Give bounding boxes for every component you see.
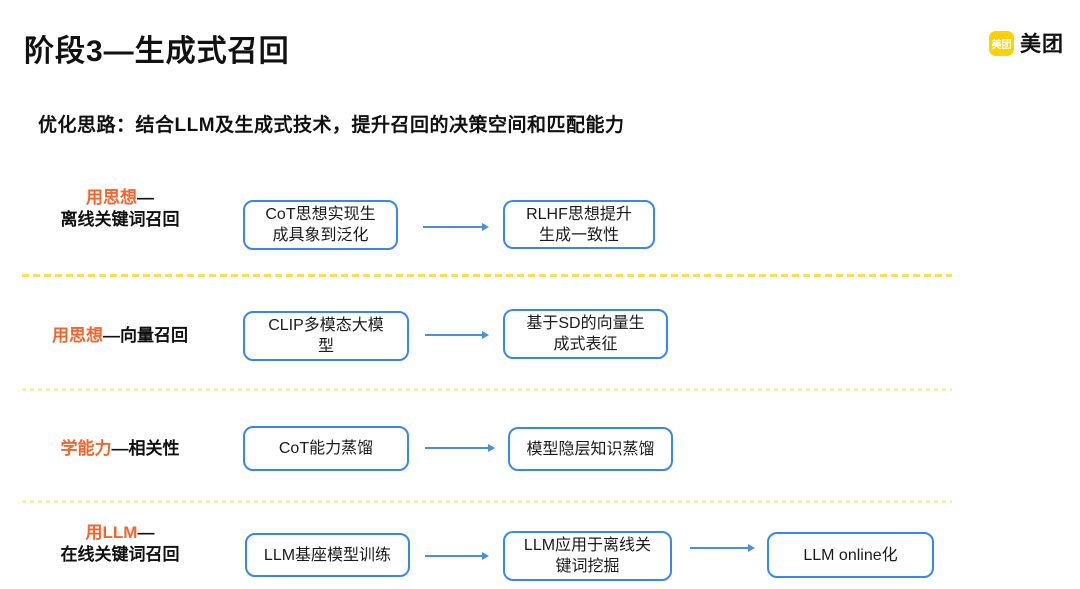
flow-box-hidden-knowledge-distillation: 模型隐层知识蒸馏: [508, 427, 673, 471]
row-label-line1: 用思想—: [86, 188, 154, 207]
row-label-line1: 用思想—向量召回: [52, 326, 188, 345]
arrow-right-icon: [425, 331, 489, 339]
meituan-logo: 美团 美团: [989, 28, 1064, 58]
flow-box-cot-distillation: CoT能力蒸馏: [243, 426, 409, 471]
meituan-badge-text: 美团: [991, 39, 1012, 51]
arrow-right-icon: [690, 544, 755, 552]
flow-box-llm-base-training: LLM基座模型训练: [245, 533, 410, 577]
meituan-badge-icon: 美团: [989, 30, 1014, 56]
arrow-right-icon: [425, 444, 495, 452]
flow-box-llm-offline-keyword-mining: LLM应用于离线关 键词挖掘: [503, 531, 672, 581]
flow-box-llm-online: LLM online化: [767, 532, 934, 578]
meituan-brand-text: 美团: [1020, 33, 1064, 56]
flow-box-cot-generalize: CoT思想实现生 成具象到泛化: [243, 200, 398, 250]
row-label-line1: 用LLM—: [85, 523, 155, 542]
row-label-line1: 学能力—相关性: [60, 439, 180, 458]
row-label-line2: 在线关键词召回: [60, 545, 180, 564]
dashed-separator: [22, 388, 952, 391]
dashed-separator: [22, 500, 952, 503]
slide-subtitle: 优化思路：结合LLM及生成式技术，提升召回的决策空间和匹配能力: [38, 115, 625, 136]
page-title: 阶段3—生成式召回: [24, 35, 290, 68]
dashed-separator: [22, 274, 952, 277]
flow-box-rlhf-consistency: RLHF思想提升 生成一致性: [503, 200, 655, 249]
row-label-offline-keyword: 用思想— 离线关键词召回: [20, 187, 220, 231]
row-label-vector-recall: 用思想—向量召回: [20, 325, 220, 347]
row-label-line2: 离线关键词召回: [60, 210, 180, 229]
row-label-relevance: 学能力—相关性: [20, 438, 220, 460]
arrow-right-icon: [425, 552, 489, 560]
flow-box-clip-multimodal: CLIP多模态大模 型: [243, 311, 409, 361]
row-label-online-keyword: 用LLM— 在线关键词召回: [20, 522, 220, 566]
arrow-right-icon: [423, 223, 489, 231]
flow-box-sd-representation: 基于SD的向量生 成式表征: [503, 309, 668, 359]
